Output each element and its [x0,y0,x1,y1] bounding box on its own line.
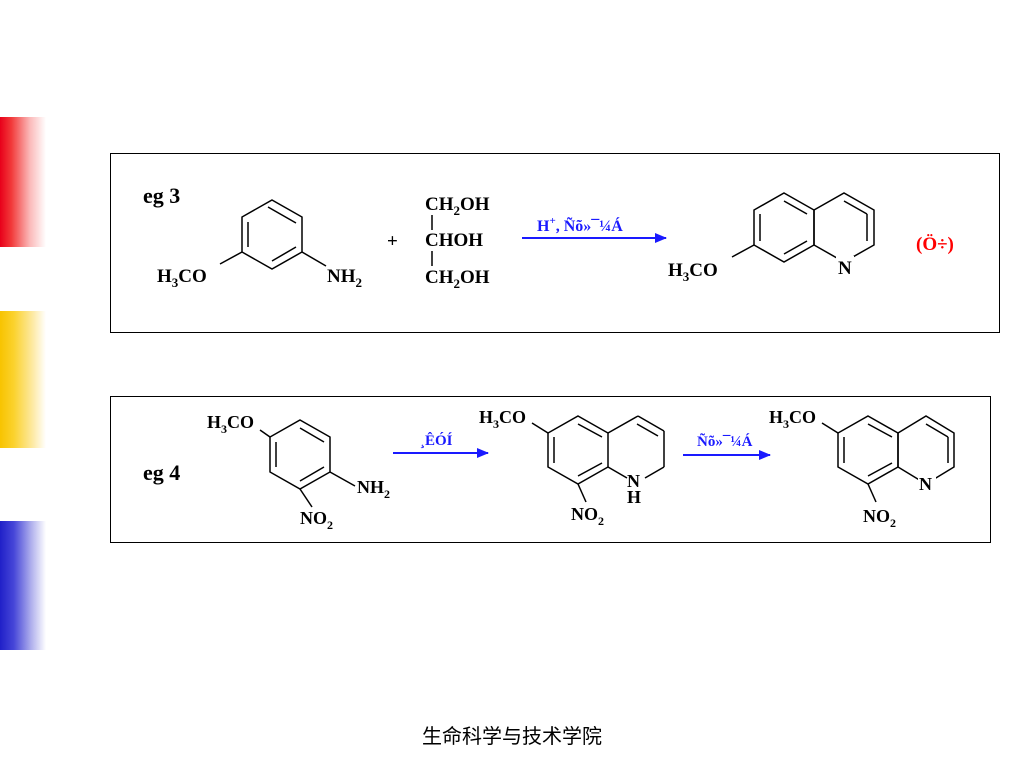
eg3-label: eg 3 [143,183,180,208]
eg4-intermediate-methoxy: H3CO [479,407,526,431]
eg3-panel [110,153,1000,333]
eg4-reactant-amine: NH2 [357,477,390,501]
eg4-product-methoxy: H3CO [769,407,816,431]
eg4-product-nitro: NO2 [863,506,896,530]
eg3-glycerol-line3: CH2OH [425,267,490,291]
eg3-reactant-methoxy: H3CO [157,266,207,290]
eg3-arrow-label: H+, Ñõ»¯¼Á [537,215,623,235]
eg3-product-methoxy: H3CO [668,260,718,284]
decorative-red-bar [0,117,46,247]
eg4-product-nitrogen: N [919,474,932,494]
eg4-reactant-ring [259,419,356,508]
eg3-product-nitrogen: N [838,258,852,279]
eg4-arrow-1-label: ¸ÊÓÍ [420,432,453,449]
eg4-label: eg 4 [143,460,180,485]
eg4-product-n-mask [918,475,936,493]
footer-school-name: 生命科学与技术学院 [422,724,602,748]
eg4-reactant-nitro: NO2 [300,508,333,532]
decorative-yellow-bar [0,311,46,448]
eg3-reactant-amine: NH2 [327,266,362,290]
eg3-quinoline-structure [731,192,875,263]
eg4-product-structure [821,415,955,503]
eg4-intermediate-nitro: NO2 [571,504,604,528]
eg3-plus-sign: + [387,231,398,252]
eg4-arrow-2-label: Ñõ»¯¼Á [697,432,753,450]
eg4-intermediate-structure [531,415,665,503]
eg3-aniline-ring [219,199,327,270]
eg3-glycerol-line1: CH2OH [425,194,490,218]
decorative-blue-bar [0,521,46,650]
eg4-intermediate-nitrogen: N [627,471,640,491]
eg4-reactant-methoxy: H3CO [207,412,254,436]
eg3-product-n-mask [836,256,854,276]
eg3-glycerol-line2: CHOH [425,230,483,251]
eg4-intermediate-hydrogen: H [627,487,641,507]
eg3-major-product-note: (Ö÷) [916,234,954,255]
eg4-panel [110,396,991,543]
